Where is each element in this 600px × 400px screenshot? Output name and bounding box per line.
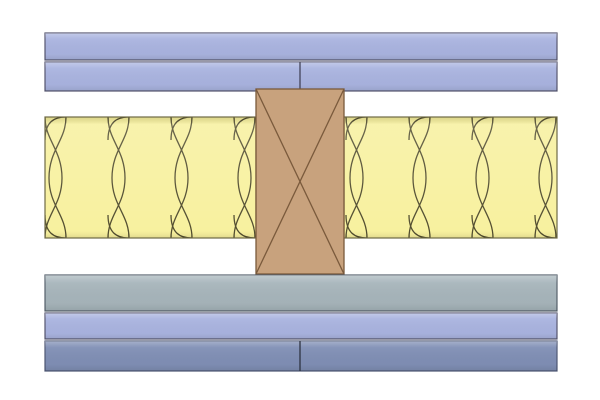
insulation-sheen: [45, 117, 256, 238]
layer-outer-board-upper: [44, 32, 558, 61]
insulation-sheen: [344, 117, 557, 238]
board-sheen: [45, 341, 557, 371]
board-sheen: [45, 275, 557, 311]
timber-stud: [255, 88, 345, 275]
insulation-right-cavity: [344, 117, 557, 238]
insulation-left-cavity: [45, 117, 256, 238]
board-sheen: [45, 313, 557, 339]
board-sheen: [45, 33, 557, 60]
stud-cross-diagonal-b: [255, 88, 345, 275]
board-sheen: [45, 62, 557, 91]
layer-inner-board-slate: [44, 340, 558, 372]
layer-outer-board-lower: [44, 61, 558, 92]
layer-inner-board-light-blue: [44, 312, 558, 340]
layer-inner-board-gray: [44, 274, 558, 312]
